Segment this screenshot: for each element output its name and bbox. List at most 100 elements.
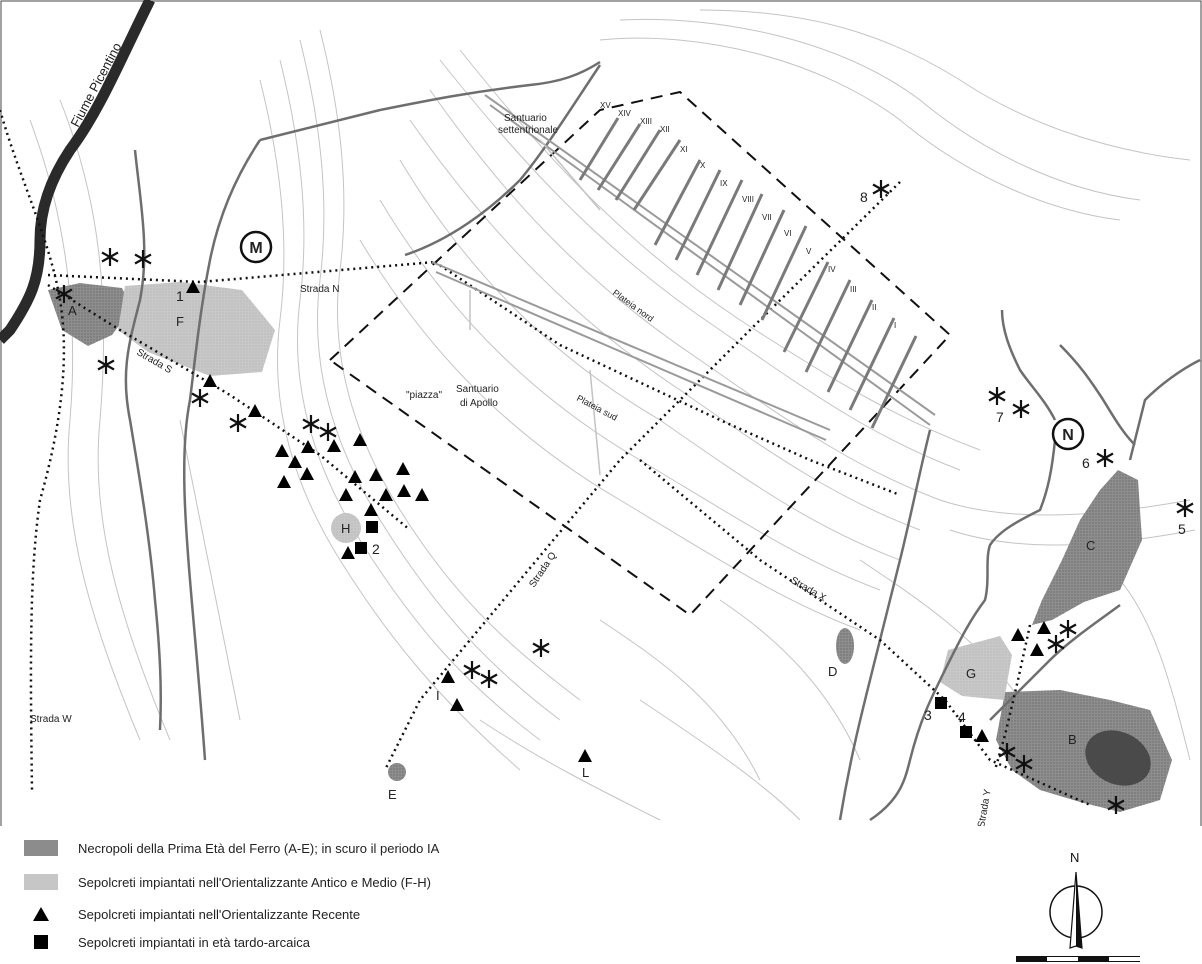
legend-label: Sepolcreti impiantati nell'Orientalizzan… [78, 906, 361, 922]
block-numeral: XV [600, 101, 611, 110]
triangle-icon [341, 546, 355, 559]
legend: Necropoli della Prima Età del Ferro (A-E… [0, 826, 1202, 964]
letter-b: B [1068, 732, 1077, 747]
site-numbers: 1 2 3 4 5 6 7 8 [176, 189, 1186, 725]
legend-item-orientalizing: Sepolcreti impiantati nell'Orientalizzan… [24, 870, 431, 894]
site-number: 8 [860, 189, 868, 205]
triangle-icon [339, 488, 353, 501]
block-numeral: XI [680, 145, 688, 154]
necropolis-d-area [836, 628, 854, 664]
circle-labels: M N [239, 230, 1085, 451]
star-icon [531, 637, 551, 659]
triangle-icon [364, 503, 378, 516]
block-numeral: X [700, 161, 706, 170]
star-icon [100, 246, 120, 268]
strada-w-line [0, 109, 66, 791]
triangle-icon [301, 440, 315, 453]
square-icon [366, 521, 378, 533]
site-number: 5 [1178, 521, 1186, 537]
triangle-icon [578, 749, 592, 762]
triangle-icon [277, 475, 291, 488]
square-icon [960, 726, 972, 738]
iron-age-necropolis-areas [48, 283, 1172, 812]
star-icon [1011, 398, 1031, 420]
block-numeral: IV [828, 265, 836, 274]
triangle-icon [288, 455, 302, 468]
sepolcreto-g-area [940, 636, 1012, 700]
strada-y-label: Strada Y [976, 788, 994, 828]
sepolcreto-f-area [118, 282, 275, 376]
strada-n-label: Strada N [300, 284, 339, 295]
north-arrow-icon: N [1048, 850, 1108, 950]
plateia-sud-label: Plateia sud [575, 393, 619, 423]
triangle-icon [415, 488, 429, 501]
santuario-apollo-label: Santuario [456, 384, 499, 395]
circle-n-label: N [1062, 427, 1074, 444]
santuario-settentrionale-label: Santuario [504, 113, 547, 124]
block-numeral: XII [660, 125, 670, 134]
triangle-icon [441, 670, 455, 683]
streams [124, 60, 1201, 822]
legend-item-iron-age: Necropoli della Prima Età del Ferro (A-E… [24, 836, 439, 860]
north-label: N [1070, 850, 1080, 865]
site-number: 7 [996, 409, 1004, 425]
square-icon [355, 542, 367, 554]
triangle-icon [369, 468, 383, 481]
triangle-icon [397, 484, 411, 497]
recent-orientalizing-triangles [186, 280, 1051, 762]
letter-d: D [828, 664, 837, 679]
triangle-icon [1030, 643, 1044, 656]
block-numeral: VIII [742, 195, 754, 204]
triangle-icon [24, 907, 58, 921]
dark-area-swatch [24, 840, 58, 856]
strada-n-line [47, 260, 436, 284]
city-grid [328, 90, 952, 617]
piazza-label: "piazza" [406, 390, 442, 401]
block-numeral: XIII [640, 117, 652, 126]
block-numeral: II [872, 303, 876, 312]
letter-c: C [1086, 538, 1095, 553]
star-icon [318, 421, 338, 443]
block-numerals: XV XIV XIII XII XI X IX VIII VII VI V IV… [600, 101, 896, 330]
triangle-icon [275, 444, 289, 457]
triangle-icon [348, 470, 362, 483]
light-area-swatch [24, 874, 58, 890]
block-numeral: VII [762, 213, 772, 222]
santuario-settentrionale-label-2: settentrionale [498, 125, 558, 136]
triangle-icon [1011, 628, 1025, 641]
dotted-roads [0, 109, 1091, 807]
star-icon [301, 413, 321, 435]
strada-q-label: Strada Q [527, 550, 559, 590]
triangle-icon [450, 698, 464, 711]
star-icon [1058, 618, 1078, 640]
block-numeral: III [850, 285, 857, 294]
letter-l: L [582, 765, 589, 780]
letter-f: F [176, 314, 184, 329]
triangle-icon [975, 729, 989, 742]
triangle-icon [248, 404, 262, 417]
block-numeral: IX [720, 179, 728, 188]
legend-item-late-archaic: Sepolcreti impiantati in età tardo-arcai… [24, 930, 310, 954]
triangle-icon [327, 439, 341, 452]
circle-m-marker [239, 230, 273, 264]
letter-e: E [388, 787, 397, 802]
fiume-picentino-river [0, 0, 155, 344]
site-number: 3 [924, 707, 932, 723]
letter-h: H [341, 521, 350, 536]
star-icon [96, 354, 116, 376]
site-number: 6 [1082, 455, 1090, 471]
circle-n-marker [1051, 417, 1085, 451]
square-icon [24, 935, 58, 949]
star-icon [479, 668, 499, 690]
late-archaic-squares [355, 521, 972, 738]
triangle-icon [300, 467, 314, 480]
site-number: 2 [372, 541, 380, 557]
star-icon [228, 412, 248, 434]
block-numeral: V [806, 247, 812, 256]
strada-q-line [383, 181, 901, 771]
block-numeral: XIV [618, 109, 632, 118]
plateia-sud-line [434, 260, 901, 497]
city-walls-outline [328, 90, 952, 617]
necropolis-b-ia-core [1085, 730, 1151, 786]
